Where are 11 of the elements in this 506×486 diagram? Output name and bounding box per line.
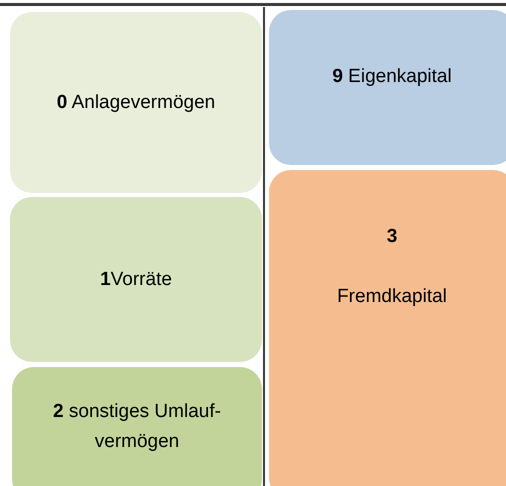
- account-label: 1Vorräte: [99, 268, 173, 292]
- account-box: [10, 197, 262, 362]
- account-label: 2 sonstiges Umlauf- vermögen: [52, 400, 222, 454]
- account-label: 9 Eigenkapital: [331, 64, 453, 88]
- account-box: [269, 10, 506, 165]
- account-label: 0 Anlagevermögen: [56, 90, 216, 114]
- account-box: [269, 170, 506, 486]
- account-label: Fremdkapital: [336, 285, 448, 309]
- account-box: [12, 367, 262, 486]
- account-box: [10, 12, 262, 193]
- account-number: 3: [386, 225, 398, 249]
